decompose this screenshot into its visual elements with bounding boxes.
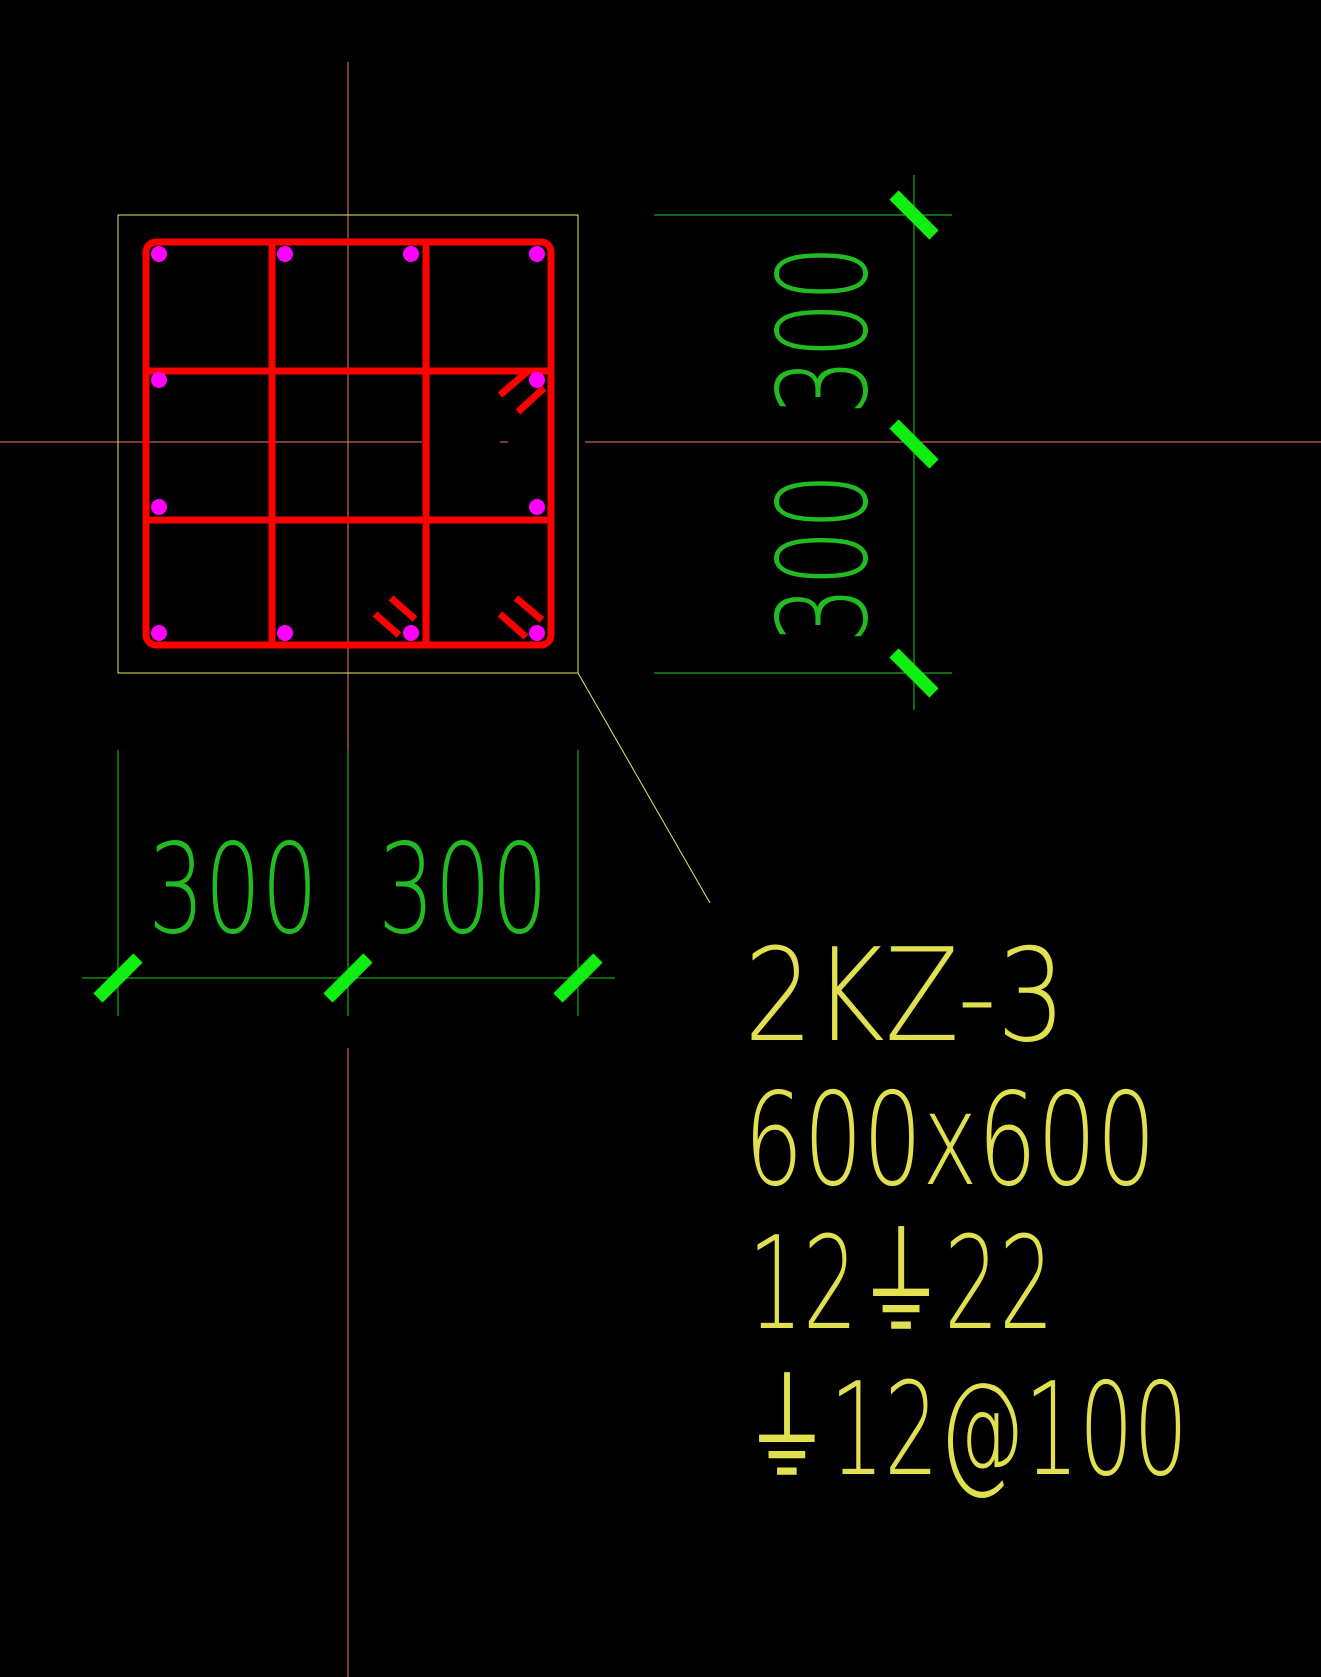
bar-dot (151, 499, 167, 515)
bar-dot (403, 246, 419, 262)
bar-dot (529, 499, 545, 515)
bottom-dimension-left: 300 (148, 818, 318, 962)
right-dimension-top: 300 (752, 245, 896, 415)
bar-dot (277, 246, 293, 262)
longitudinal-bars (151, 246, 545, 641)
outer-stirrup (142, 238, 555, 649)
bar-dot (151, 246, 167, 262)
column-outline (117, 214, 579, 674)
dim-tick (93, 953, 143, 1003)
right-dimension-bottom: 300 (752, 473, 896, 643)
label-leader-line (577, 672, 711, 904)
dim-tick (889, 648, 939, 698)
longitudinal-rebar-spec: 12⏚22 (748, 1210, 1054, 1359)
hook-upper-right-a (497, 368, 531, 398)
bar-dot (529, 372, 545, 388)
dim-tick (889, 419, 939, 469)
bar-dot (529, 246, 545, 262)
column-size: 600x600 (744, 1066, 1156, 1215)
bar-dot (403, 625, 419, 641)
stirrup-spec: ⏚12@100 (744, 1356, 1188, 1505)
bottom-dimension-right: 300 (378, 818, 548, 962)
hook-bottom-mid-b (388, 595, 418, 622)
dim-tick (889, 190, 939, 240)
bottom-dimension: 300 300 (82, 750, 615, 1016)
bar-dot (277, 625, 293, 641)
hook-upper-right-b (515, 385, 547, 415)
right-dimension: 300 300 (654, 175, 952, 710)
bar-dot (151, 625, 167, 641)
rebar-stirrups (142, 238, 555, 649)
column-label: 2KZ-3 600x600 12⏚22 ⏚12@100 (744, 922, 1188, 1505)
hook-bottom-right-b (513, 595, 545, 623)
dim-tick (553, 953, 603, 1003)
stirrup-hooks (372, 368, 547, 640)
dim-tick (323, 953, 373, 1003)
column-id: 2KZ-3 (744, 922, 1066, 1071)
bar-dot (151, 372, 167, 388)
hook-bottom-right-a (497, 611, 529, 640)
bar-dot (529, 625, 545, 641)
hook-bottom-mid-a (372, 611, 402, 638)
